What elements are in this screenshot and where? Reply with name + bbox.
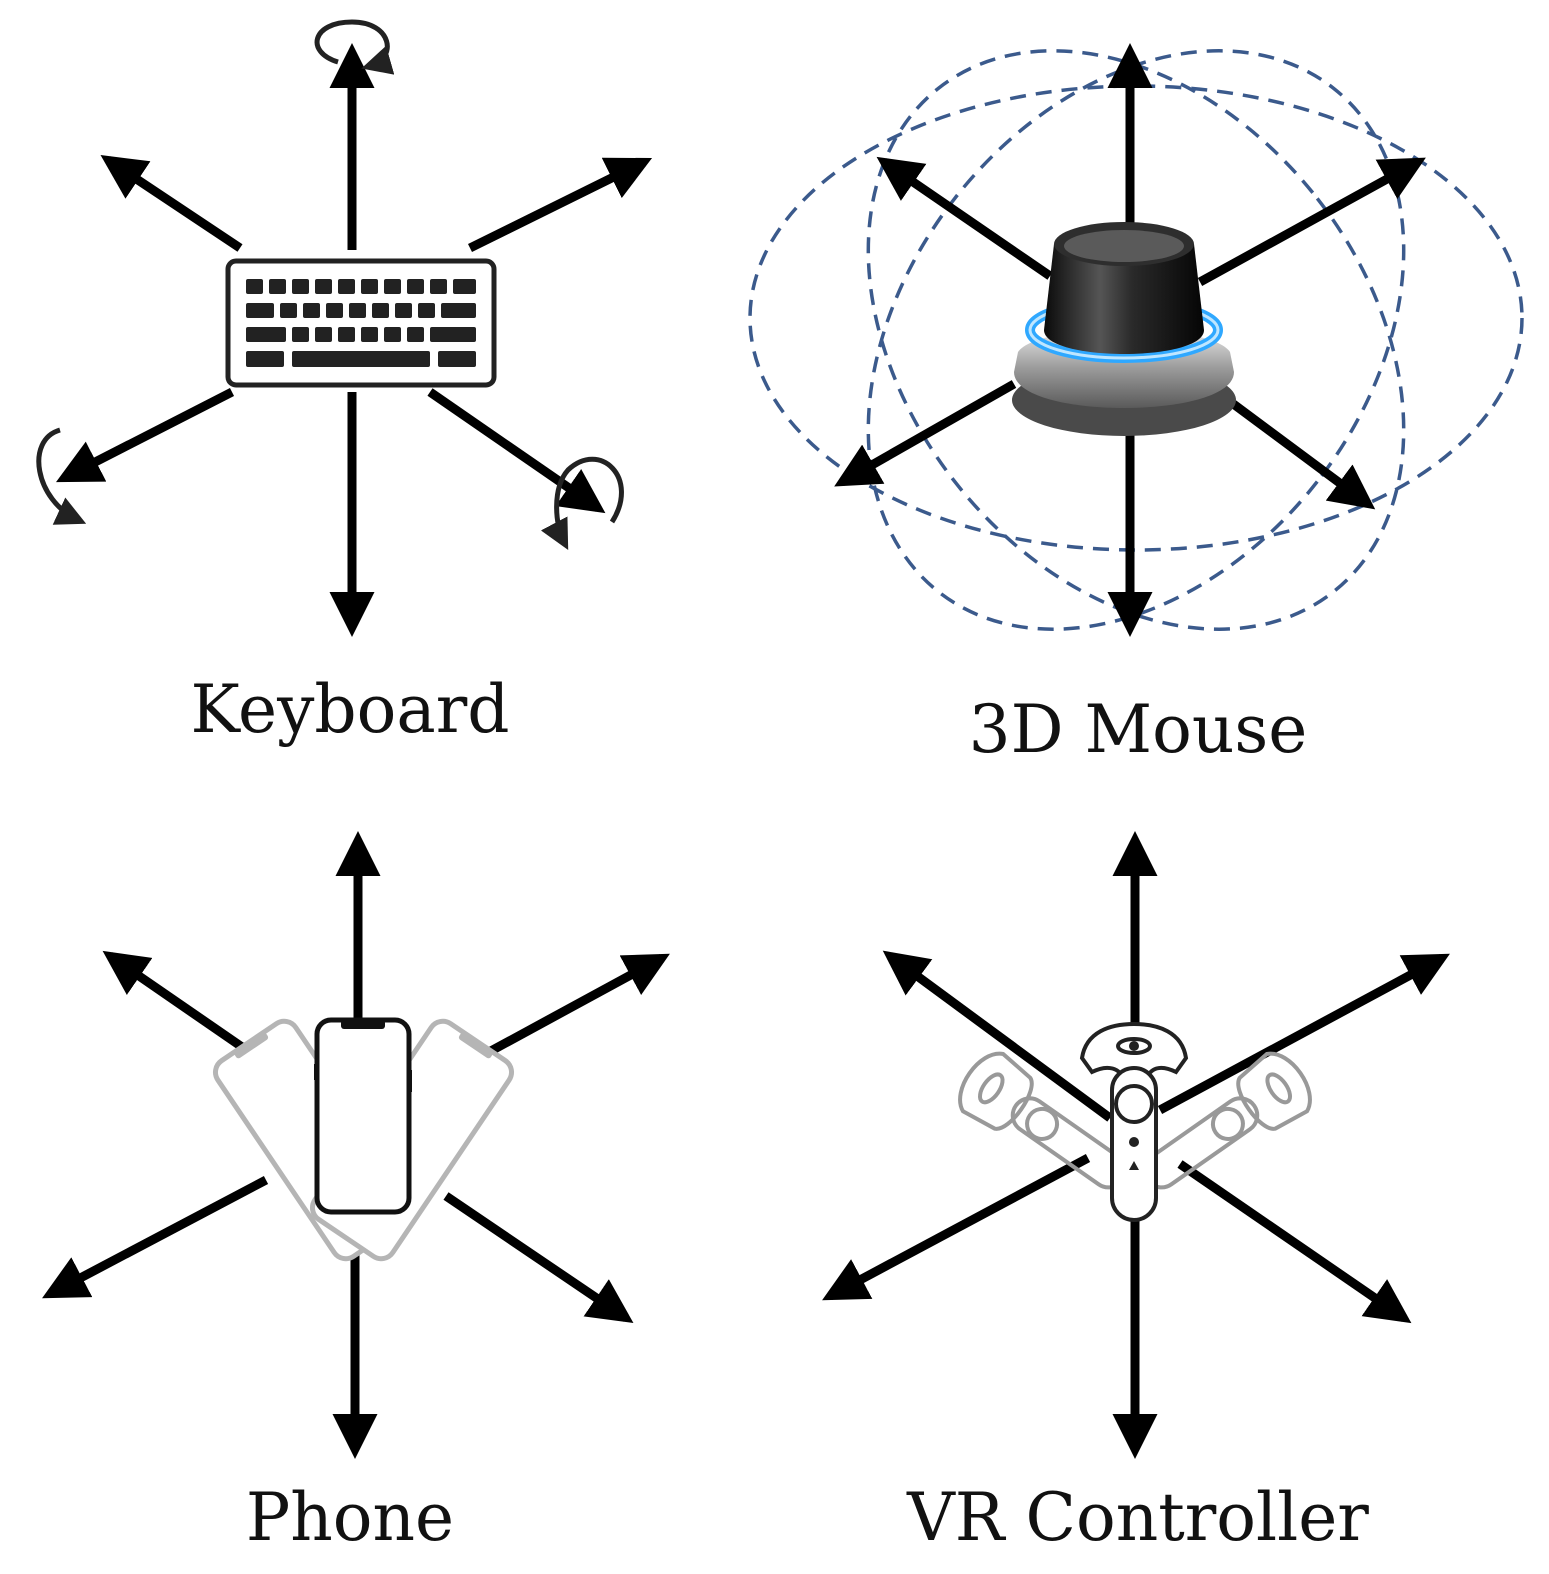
vr-panel: VR Controller bbox=[822, 831, 1450, 1556]
arrow-up-right bbox=[1197, 157, 1426, 286]
mouse3d-panel: 3D Mouse bbox=[748, 43, 1524, 768]
arrow-down-left bbox=[42, 1176, 269, 1299]
orbit-ring-horizontal bbox=[748, 84, 1524, 552]
keyboard-arrows bbox=[55, 43, 653, 637]
orbit-ring-tilted-right bbox=[866, 49, 1406, 631]
arrow-up-left bbox=[882, 950, 1113, 1122]
3d-mouse-icon bbox=[1012, 222, 1236, 436]
arrow-up-left bbox=[876, 156, 1053, 280]
phone-arrows bbox=[42, 831, 670, 1459]
vr-label: VR Controller bbox=[906, 1479, 1369, 1556]
rotation-arrows bbox=[36, 19, 624, 550]
phone-panel: Phone bbox=[42, 831, 670, 1556]
keyboard-panel: Keyboard bbox=[36, 19, 653, 748]
phone-icon bbox=[212, 1017, 515, 1262]
mouse3d-label: 3D Mouse bbox=[969, 691, 1308, 768]
arrow-up-left bbox=[100, 155, 243, 252]
vr-arrows bbox=[822, 831, 1450, 1459]
arrow-down-left bbox=[834, 380, 1017, 487]
keyboard-icon bbox=[225, 258, 497, 388]
phone-label: Phone bbox=[246, 1479, 454, 1556]
arrow-down-right bbox=[427, 388, 606, 514]
vr-controller-icon bbox=[958, 1021, 1312, 1222]
arrow-up-left bbox=[102, 950, 261, 1062]
arrow-up-right bbox=[1157, 953, 1450, 1114]
phone-front bbox=[314, 1017, 412, 1215]
keyboard-label: Keyboard bbox=[190, 671, 509, 748]
rotation-arrow-top bbox=[314, 19, 395, 75]
arrow-down-left bbox=[822, 1154, 1091, 1301]
mouse3d-arrows bbox=[834, 43, 1426, 637]
rotation-arrow-right bbox=[540, 456, 624, 550]
arrow-up-right bbox=[468, 157, 653, 253]
arrow-down-left bbox=[55, 387, 235, 483]
rotation-arrow-left bbox=[36, 427, 87, 525]
arrow-down-right bbox=[1225, 396, 1376, 510]
vr-controller-front bbox=[1079, 1021, 1189, 1222]
arrow-down-right bbox=[1177, 1160, 1412, 1324]
arrow-up-right bbox=[475, 953, 670, 1062]
arrow-down-right bbox=[443, 1192, 634, 1324]
